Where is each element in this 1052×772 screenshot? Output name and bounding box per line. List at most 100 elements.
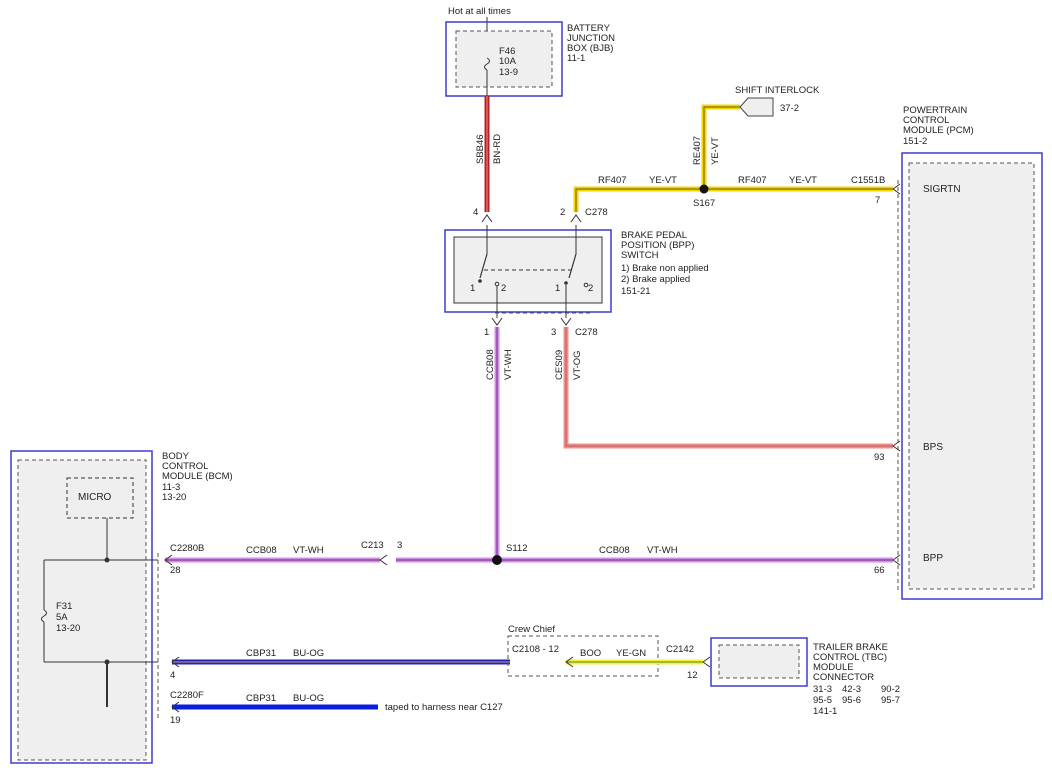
tbc-ref-1: 31-3 [813,684,832,695]
splice-s167-dot [699,184,709,194]
pcm-connector-c1551b: C1551B [851,175,885,186]
bjb-title-2: JUNCTION [567,33,615,44]
tbc-title-2: CONTROL (TBC) [813,652,887,663]
tbc-connector-c2142: C2142 [666,644,694,655]
micro-label: MICRO [78,492,112,503]
bjb-title-4: 11-1 [567,53,585,64]
bpp-ref: 151-21 [621,286,651,297]
bpp-bottom-right-pin: 3 [551,327,556,338]
tbc-inner-box [718,644,800,679]
wire-sbb46-circuit: SBB46 [475,134,486,164]
fuse-f46-ref: 13-9 [499,67,518,78]
bcm-pin-4: 4 [170,670,175,681]
bcm-connector-c2280f: C2280F [170,690,204,701]
brake-pedal-position-switch: 1 2 1 2 BRAKE PEDAL POSITION (BPP) SWITC… [444,225,709,338]
tbc-ref-4: 95-5 [813,695,832,706]
pcm-title-4: 151-2 [903,136,927,147]
connector-c213: C213 [361,540,384,551]
connector-arrow-icon [892,554,901,566]
pcm-pin-7: 7 [875,195,880,206]
body-control-module: MICRO F31 5A 13-20 BODY CONTROL MODULE (… [10,450,233,764]
bcm-connector-c2280b: C2280B [170,543,204,554]
tbc-ref-2: 42-3 [842,684,861,695]
bjb-inner-box [455,30,553,88]
pcm-pin-bpp: BPP [923,553,943,564]
connector-arrow-icon [491,317,503,326]
pcm-pin-93: 93 [874,452,885,463]
wire-rf407-left-circuit: RF407 [598,175,627,186]
connector-arrow-icon [702,656,711,668]
wire-rf407-left-color: YE-VT [649,175,677,186]
wire-cbp31-taped-circuit: CBP31 [246,693,276,704]
crew-chief-connector: C2108 - 12 [512,644,559,655]
hot-at-all-times-label: Hot at all times [448,6,511,17]
bcm-title-3: MODULE (BCM) [162,471,233,482]
tbc-ref-5: 95-6 [842,695,861,706]
bpp-top-connector: C278 [585,207,608,218]
wire-ccb08-left-circuit: CCB08 [246,545,277,556]
bpp-title-2: POSITION (BPP) [621,240,694,251]
shift-interlock: SHIFT INTERLOCK 37-2 RE407 YE-VT [692,85,820,189]
bpp-state-2: 2) Brake applied [621,274,690,285]
bjb-outer-box [445,21,563,97]
bpp-left-contact-2: 2 [501,283,506,294]
connector-arrow-icon [892,183,901,195]
bpp-right-contact-1: 1 [555,283,560,294]
connector-arrow-icon [565,656,574,668]
wire-re407-color: YE-VT [710,137,721,165]
bpp-state-1: 1) Brake non applied [621,263,709,274]
wire-ces09: CES09 VT-OG 93 [554,327,901,463]
bpp-right-blade-icon [568,253,577,279]
connector-arrow-icon [379,554,388,566]
splice-s112-label: S112 [506,543,527,554]
fuse-f46-rating: 10A [499,56,517,67]
tbc-ref-3: 90-2 [881,684,900,695]
connector-arrow-icon [481,214,493,223]
tbc-title-1: TRAILER BRAKE [813,642,888,653]
pcm-title-3: MODULE (PCM) [903,125,974,136]
tbc-title-3: MODULE [813,662,854,673]
micro-box [66,477,134,519]
bcm-outer-box [10,450,153,764]
fuse-f31-rating: 5A [56,612,68,623]
tbc-ref-7: 141-1 [813,706,837,717]
wire-ces09-circuit: CES09 [554,350,565,380]
bcm-title-2: CONTROL [162,461,208,472]
tbc-outer-box [710,637,808,687]
wire-cbp31-main-circuit: CBP31 [246,648,276,659]
bpp-title-1: BRAKE PEDAL [621,230,687,241]
connector-c213-pin: 3 [397,540,402,551]
pcm-inner-box [908,162,1035,590]
wire-cbp31-taped-color: BU-OG [293,693,324,704]
trailer-brake-control: TRAILER BRAKE CONTROL (TBC) MODULE CONNE… [710,637,900,717]
pcm-title-2: CONTROL [903,115,949,126]
pcm-title-1: POWERTRAIN [903,105,967,116]
shift-interlock-ref: 37-2 [780,103,799,114]
fuse-f46-icon [484,57,490,71]
splice-s167-label: S167 [693,198,715,209]
shift-interlock-connector-icon [739,97,774,117]
crew-chief: Crew Chief C2108 - 12 BOO YE-GN C2142 12 [507,624,711,681]
connector-arrow-icon [164,554,173,566]
bcm-title-4: 11-3 [162,482,180,493]
bjb-title-3: BOX (BJB) [567,43,613,54]
wire-rf407-right-circuit: RF407 [738,175,767,186]
bpp-bottom-left-pin: 1 [484,327,489,338]
bpp-title-3: SWITCH [621,250,659,261]
bpp-left-blade-icon [479,253,488,279]
bpp-right-contact-2: 2 [588,283,593,294]
fuse-f31-name: F31 [56,601,72,612]
wire-sbb46-pin: 4 [473,207,478,218]
shift-interlock-title: SHIFT INTERLOCK [735,85,820,96]
wire-cbp31-taped: C2280F 19 CBP31 BU-OG taped to harness n… [170,690,503,726]
wire-ccb08-right-color: VT-WH [647,545,678,556]
connector-arrow-icon [570,214,582,223]
wire-sbb46-color: BN-RD [492,134,503,164]
tbc-title-4: CONNECTOR [813,672,874,683]
wire-ccb08-horizontal: C2280B 28 CCB08 VT-WH C213 3 S112 CCB08 … [164,540,901,576]
tbc-pin-12: 12 [687,670,698,681]
wire-re407-circuit: RE407 [692,136,703,165]
connector-arrow-icon [892,440,901,452]
wire-ccb08-vertical-circuit: CCB08 [485,349,496,380]
